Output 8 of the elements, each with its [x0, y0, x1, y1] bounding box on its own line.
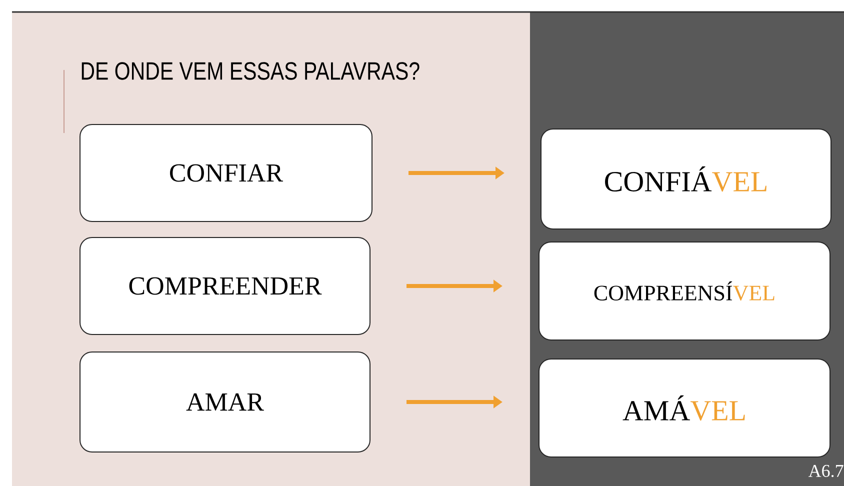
word-box: CONFIÁVEL	[540, 128, 832, 230]
word-box: CONFIAR	[80, 124, 372, 222]
word-box: AMAR	[80, 352, 370, 452]
word-box: COMPREENDER	[80, 237, 370, 335]
word-box: AMÁVEL	[538, 358, 830, 458]
word-box: COMPREENSÍVEL	[538, 242, 830, 340]
slide-number: A6.7	[808, 464, 844, 478]
title: DE ONDE VEM ESSAS PALAVRAS?	[82, 62, 420, 80]
